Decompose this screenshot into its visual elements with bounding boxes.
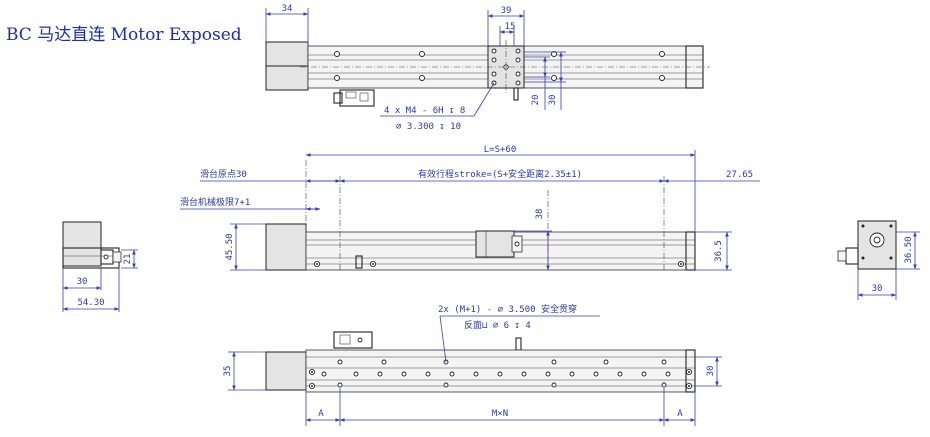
bottom-connector (333, 331, 373, 349)
dim-20: 20 (531, 95, 541, 106)
left-dim-21: 21 (123, 254, 133, 265)
note-back: 反面⊔ ∅ 6 ↧ 4 (464, 320, 531, 331)
dim-A-right: A (677, 409, 683, 419)
dim-A-left: A (318, 409, 324, 419)
dim-MxN: M×N (492, 409, 508, 419)
note-thread: 4 x M4 - 6H ↧ 8 (384, 106, 465, 116)
right-view: 36.50 30 (837, 220, 920, 300)
top-view: 34 39 15 20 30 4 x M4 - 6H ↧ 8 ∅ 3.300 ↧… (265, 4, 710, 132)
left-view: 30 54.30 21 (62, 221, 138, 312)
bottom-dim-30: 30 (706, 366, 716, 377)
left-dim-54-30: 54.30 (77, 298, 104, 308)
front-carriage (475, 230, 515, 258)
bottom-dim-35: 35 (223, 366, 233, 377)
dim-38: 38 (535, 209, 545, 220)
bottom-motor (265, 351, 307, 391)
bottom-view: 2x (M+1) - ∅ 3.500 安全贯穿 反面⊔ ∅ 6 ↧ 4 35 3… (223, 303, 722, 426)
left-dim-30: 30 (77, 277, 88, 287)
dim-36-5: 36.5 (714, 240, 724, 262)
label-stroke: 有效行程stroke=(S+安全距离2.35±1) (418, 168, 582, 180)
dim-L: L=S+60 (484, 145, 517, 155)
dim-45-50: 45.50 (225, 233, 235, 260)
drawing-title: BC 马达直连 Motor Exposed (6, 25, 242, 45)
dim-27-65: 27.65 (726, 170, 753, 180)
dim-34: 34 (282, 4, 293, 14)
dim-15: 15 (505, 22, 516, 32)
front-motor (265, 223, 307, 271)
dim-39: 39 (501, 6, 512, 16)
dim-30-top: 30 (548, 95, 558, 106)
note-hole: ∅ 3.300 ↧ 10 (396, 122, 461, 132)
front-view: L=S+60 滑台原点30 有效行程stroke=(S+安全距离2.35±1) … (180, 145, 760, 271)
left-motor (62, 221, 102, 267)
label-limit: 滑台机械极限7+1 (180, 196, 250, 208)
label-origin: 滑台原点30 (200, 168, 247, 180)
note-holes: 2x (M+1) - ∅ 3.500 安全贯穿 (438, 303, 577, 315)
right-dim-30: 30 (872, 284, 883, 294)
top-connector (339, 89, 375, 107)
right-dim-36-50: 36.50 (904, 236, 914, 263)
